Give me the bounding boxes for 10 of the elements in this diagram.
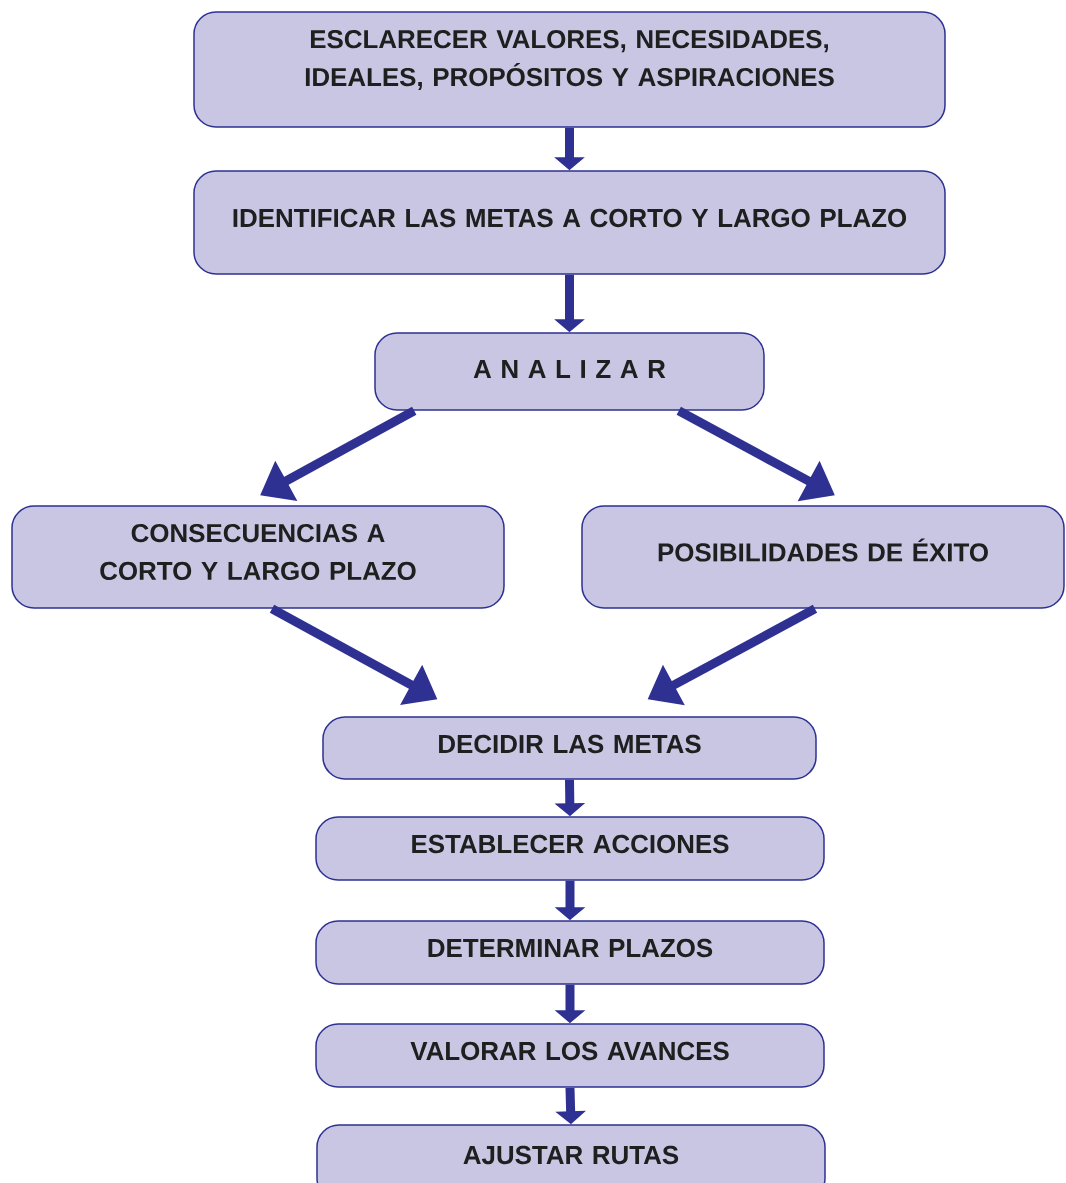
process-box: ESTABLECER ACCIONES — [315, 816, 825, 881]
process-box: POSIBILIDADES DE ÉXITO — [581, 505, 1065, 609]
process-box: A N A L I Z A R — [374, 332, 765, 411]
process-box: DECIDIR LAS METAS — [322, 716, 817, 780]
process-box: IDENTIFICAR LAS METAS A CORTO Y LARGO PLAZO — [193, 170, 946, 275]
process-box: DETERMINAR PLAZOS — [315, 920, 825, 985]
process-box: CONSECUENCIAS A CORTO Y LARGO PLAZO — [11, 505, 505, 609]
process-box: VALORAR LOS AVANCES — [315, 1023, 825, 1088]
process-box: AJUSTAR RUTAS — [316, 1124, 826, 1183]
process-box: ESCLARECER VALORES, NECESIDADES, IDEALES, PROPÓSITOS Y ASPIRACIONES — [193, 11, 946, 128]
